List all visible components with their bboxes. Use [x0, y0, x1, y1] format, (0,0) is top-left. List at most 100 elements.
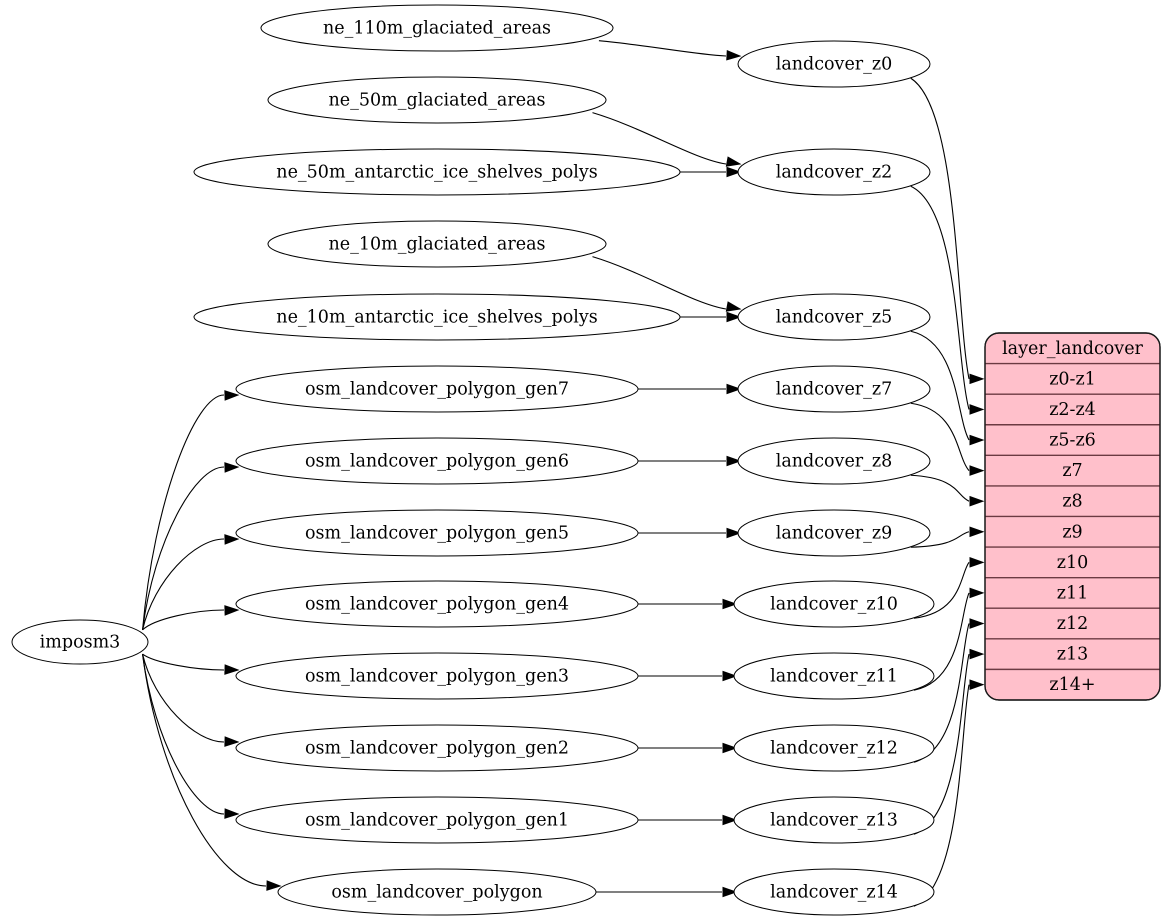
node-osm_landcover_polygon_gen1[interactable]: osm_landcover_polygon_gen1: [235, 796, 639, 844]
node-shape-landcover_z7: [737, 365, 931, 413]
edge-ne_110m_glaciated_areas-to-landcover_z0: [598, 40, 727, 57]
arrowhead-osm_landcover_polygon-to-landcover_z14: [722, 886, 738, 898]
arrowhead-landcover_z8-to-layer_landcover_row_4: [969, 495, 985, 507]
node-osm_landcover_polygon[interactable]: osm_landcover_polygon: [277, 868, 597, 916]
node-ne_10m_glaciated_areas[interactable]: ne_10m_glaciated_areas: [267, 220, 607, 268]
arrowhead-landcover_z7-to-layer_landcover_row_3: [969, 465, 985, 476]
node-label-ne_50m_antarctic_ice_shelves_polys: ne_50m_antarctic_ice_shelves_polys: [276, 163, 597, 183]
node-label-osm_landcover_polygon_gen3: osm_landcover_polygon_gen3: [305, 667, 569, 687]
node-label-landcover_z10: landcover_z10: [770, 595, 898, 615]
layer-landcover-header: layer_landcover: [1002, 339, 1143, 359]
edge-landcover_z9-to-layer_landcover_row_5: [910, 531, 970, 548]
edge-ne_10m_glaciated_areas-to-landcover_z5: [592, 256, 727, 310]
node-landcover_z13[interactable]: landcover_z13: [733, 796, 935, 844]
node-label-landcover_z11: landcover_z11: [770, 667, 898, 687]
layer-landcover-row-z5-z6[interactable]: z5-z6: [1049, 431, 1096, 451]
node-label-landcover_z2: landcover_z2: [776, 163, 893, 183]
node-label-ne_110m_glaciated_areas: ne_110m_glaciated_areas: [323, 19, 551, 39]
node-landcover_z14[interactable]: landcover_z14: [733, 868, 935, 916]
node-osm_landcover_polygon_gen6[interactable]: osm_landcover_polygon_gen6: [235, 437, 639, 485]
arrowhead-imposm3-to-osm_landcover_polygon_gen1: [224, 808, 240, 819]
edge-imposm3-to-osm_landcover_polygon_gen5: [142, 538, 225, 631]
edge-landcover_z5-to-layer_landcover_row_2: [910, 330, 970, 441]
node-label-landcover_z9: landcover_z9: [776, 524, 893, 544]
arrowhead-landcover_z12-to-layer_landcover_row_8: [969, 618, 985, 629]
layer-landcover-row-z12[interactable]: z12: [1057, 614, 1089, 634]
node-landcover_z12[interactable]: landcover_z12: [733, 724, 935, 772]
node-landcover_z2[interactable]: landcover_z2: [737, 148, 931, 196]
layer-landcover-row-z10[interactable]: z10: [1057, 553, 1089, 573]
node-label-ne_50m_glaciated_areas: ne_50m_glaciated_areas: [329, 91, 546, 111]
node-ne_50m_antarctic_ice_shelves_polys[interactable]: ne_50m_antarctic_ice_shelves_polys: [193, 148, 681, 196]
node-ne_50m_glaciated_areas[interactable]: ne_50m_glaciated_areas: [267, 76, 607, 124]
arrowhead-imposm3-to-osm_landcover_polygon: [266, 880, 282, 891]
layer-landcover-row-z7[interactable]: z7: [1062, 461, 1082, 481]
node-shape-landcover_z8: [737, 437, 931, 485]
arrowhead-landcover_z5-to-layer_landcover_row_2: [969, 434, 985, 446]
layer-landcover-outline: [984, 332, 1161, 701]
node-label-landcover_z14: landcover_z14: [770, 883, 898, 903]
arrowhead-landcover_z2-to-layer_landcover_row_1: [969, 404, 985, 415]
node-shape-landcover_z11: [733, 652, 935, 700]
layer-landcover-row-z2-z4[interactable]: z2-z4: [1049, 400, 1096, 420]
edge-imposm3-to-osm_landcover_polygon_gen7: [142, 394, 225, 630]
node-osm_landcover_polygon_gen3[interactable]: osm_landcover_polygon_gen3: [235, 652, 639, 700]
arrowhead-landcover_z14-to-layer_landcover_row_10: [969, 679, 985, 690]
layer-landcover-row-z13[interactable]: z13: [1057, 645, 1089, 665]
node-osm_landcover_polygon_gen2[interactable]: osm_landcover_polygon_gen2: [235, 724, 639, 772]
node-label-landcover_z5: landcover_z5: [776, 308, 893, 328]
node-shape-osm_landcover_polygon_gen7: [235, 365, 639, 413]
edge-landcover_z7-to-layer_landcover_row_3: [910, 402, 970, 471]
node-label-osm_landcover_polygon_gen7: osm_landcover_polygon_gen7: [305, 380, 569, 400]
node-label-ne_10m_glaciated_areas: ne_10m_glaciated_areas: [329, 235, 546, 255]
node-landcover_z7[interactable]: landcover_z7: [737, 365, 931, 413]
node-osm_landcover_polygon_gen4[interactable]: osm_landcover_polygon_gen4: [235, 580, 639, 628]
node-shape-landcover_z2: [737, 148, 931, 196]
edge-landcover_z8-to-layer_landcover_row_4: [910, 474, 970, 502]
edge-landcover_z2-to-layer_landcover_row_1: [910, 185, 970, 410]
layer-landcover-table: layer_landcover z0-z1 z2-z4 z5-z6 z7 z8 z9 z10 z…: [984, 332, 1161, 701]
node-imposm3[interactable]: imposm3: [11, 619, 149, 665]
node-label-imposm3: imposm3: [40, 633, 121, 653]
edge-imposm3-to-osm_landcover_polygon_gen2: [142, 653, 225, 743]
node-landcover_z9[interactable]: landcover_z9: [737, 509, 931, 557]
node-label-ne_10m_antarctic_ice_shelves_polys: ne_10m_antarctic_ice_shelves_polys: [276, 308, 597, 328]
node-label-osm_landcover_polygon: osm_landcover_polygon: [331, 883, 542, 903]
node-shape-osm_landcover_polygon_gen2: [235, 724, 639, 772]
node-osm_landcover_polygon_gen5[interactable]: osm_landcover_polygon_gen5: [235, 509, 639, 557]
node-landcover_z10[interactable]: landcover_z10: [733, 580, 935, 628]
node-shape-landcover_z14: [733, 868, 935, 916]
arrowhead-imposm3-to-osm_landcover_polygon_gen5: [224, 534, 240, 545]
node-landcover_z5[interactable]: landcover_z5: [737, 293, 931, 341]
node-ne_10m_antarctic_ice_shelves_polys[interactable]: ne_10m_antarctic_ice_shelves_polys: [193, 293, 681, 341]
node-landcover_z11[interactable]: landcover_z11: [733, 652, 935, 700]
node-shape-osm_landcover_polygon_gen5: [235, 509, 639, 557]
layer-landcover-row-z0-z1[interactable]: z0-z1: [1049, 369, 1096, 389]
node-shape-ne_10m_glaciated_areas: [267, 220, 607, 268]
node-osm_landcover_polygon_gen7[interactable]: osm_landcover_polygon_gen7: [235, 365, 639, 413]
edge-ne_50m_glaciated_areas-to-landcover_z2: [592, 112, 727, 165]
node-shape-ne_50m_antarctic_ice_shelves_polys: [193, 148, 681, 196]
layer-landcover-row-z14+[interactable]: z14+: [1049, 675, 1095, 695]
layer-landcover-row-z8[interactable]: z8: [1062, 492, 1082, 512]
node-label-landcover_z13: landcover_z13: [770, 811, 898, 831]
node-shape-landcover_z10: [733, 580, 935, 628]
arrowhead-osm_landcover_polygon_gen1-to-landcover_z13: [722, 814, 738, 826]
layer-landcover-row-z11[interactable]: z11: [1057, 583, 1089, 603]
arrowhead-landcover_z13-to-layer_landcover_row_9: [969, 648, 985, 660]
node-shape-osm_landcover_polygon_gen1: [235, 796, 639, 844]
node-ne_110m_glaciated_areas[interactable]: ne_110m_glaciated_areas: [260, 4, 614, 52]
node-shape-osm_landcover_polygon_gen3: [235, 652, 639, 700]
node-label-osm_landcover_polygon_gen6: osm_landcover_polygon_gen6: [305, 452, 569, 472]
node-shape-ne_110m_glaciated_areas: [260, 4, 614, 52]
node-shape-osm_landcover_polygon: [277, 868, 597, 916]
node-landcover_z8[interactable]: landcover_z8: [737, 437, 931, 485]
arrowhead-ne_10m_antarctic_ice_shelves_polys-to-landcover_z5: [726, 311, 742, 323]
layer-landcover-row-z9[interactable]: z9: [1062, 522, 1082, 542]
arrowhead-imposm3-to-osm_landcover_polygon_gen6: [224, 462, 240, 473]
node-shape-imposm3: [11, 619, 149, 665]
node-landcover_z0[interactable]: landcover_z0: [737, 40, 931, 88]
arrowhead-osm_landcover_polygon_gen7-to-landcover_z7: [726, 383, 742, 395]
edge-imposm3-to-osm_landcover_polygon_gen4: [142, 609, 225, 631]
